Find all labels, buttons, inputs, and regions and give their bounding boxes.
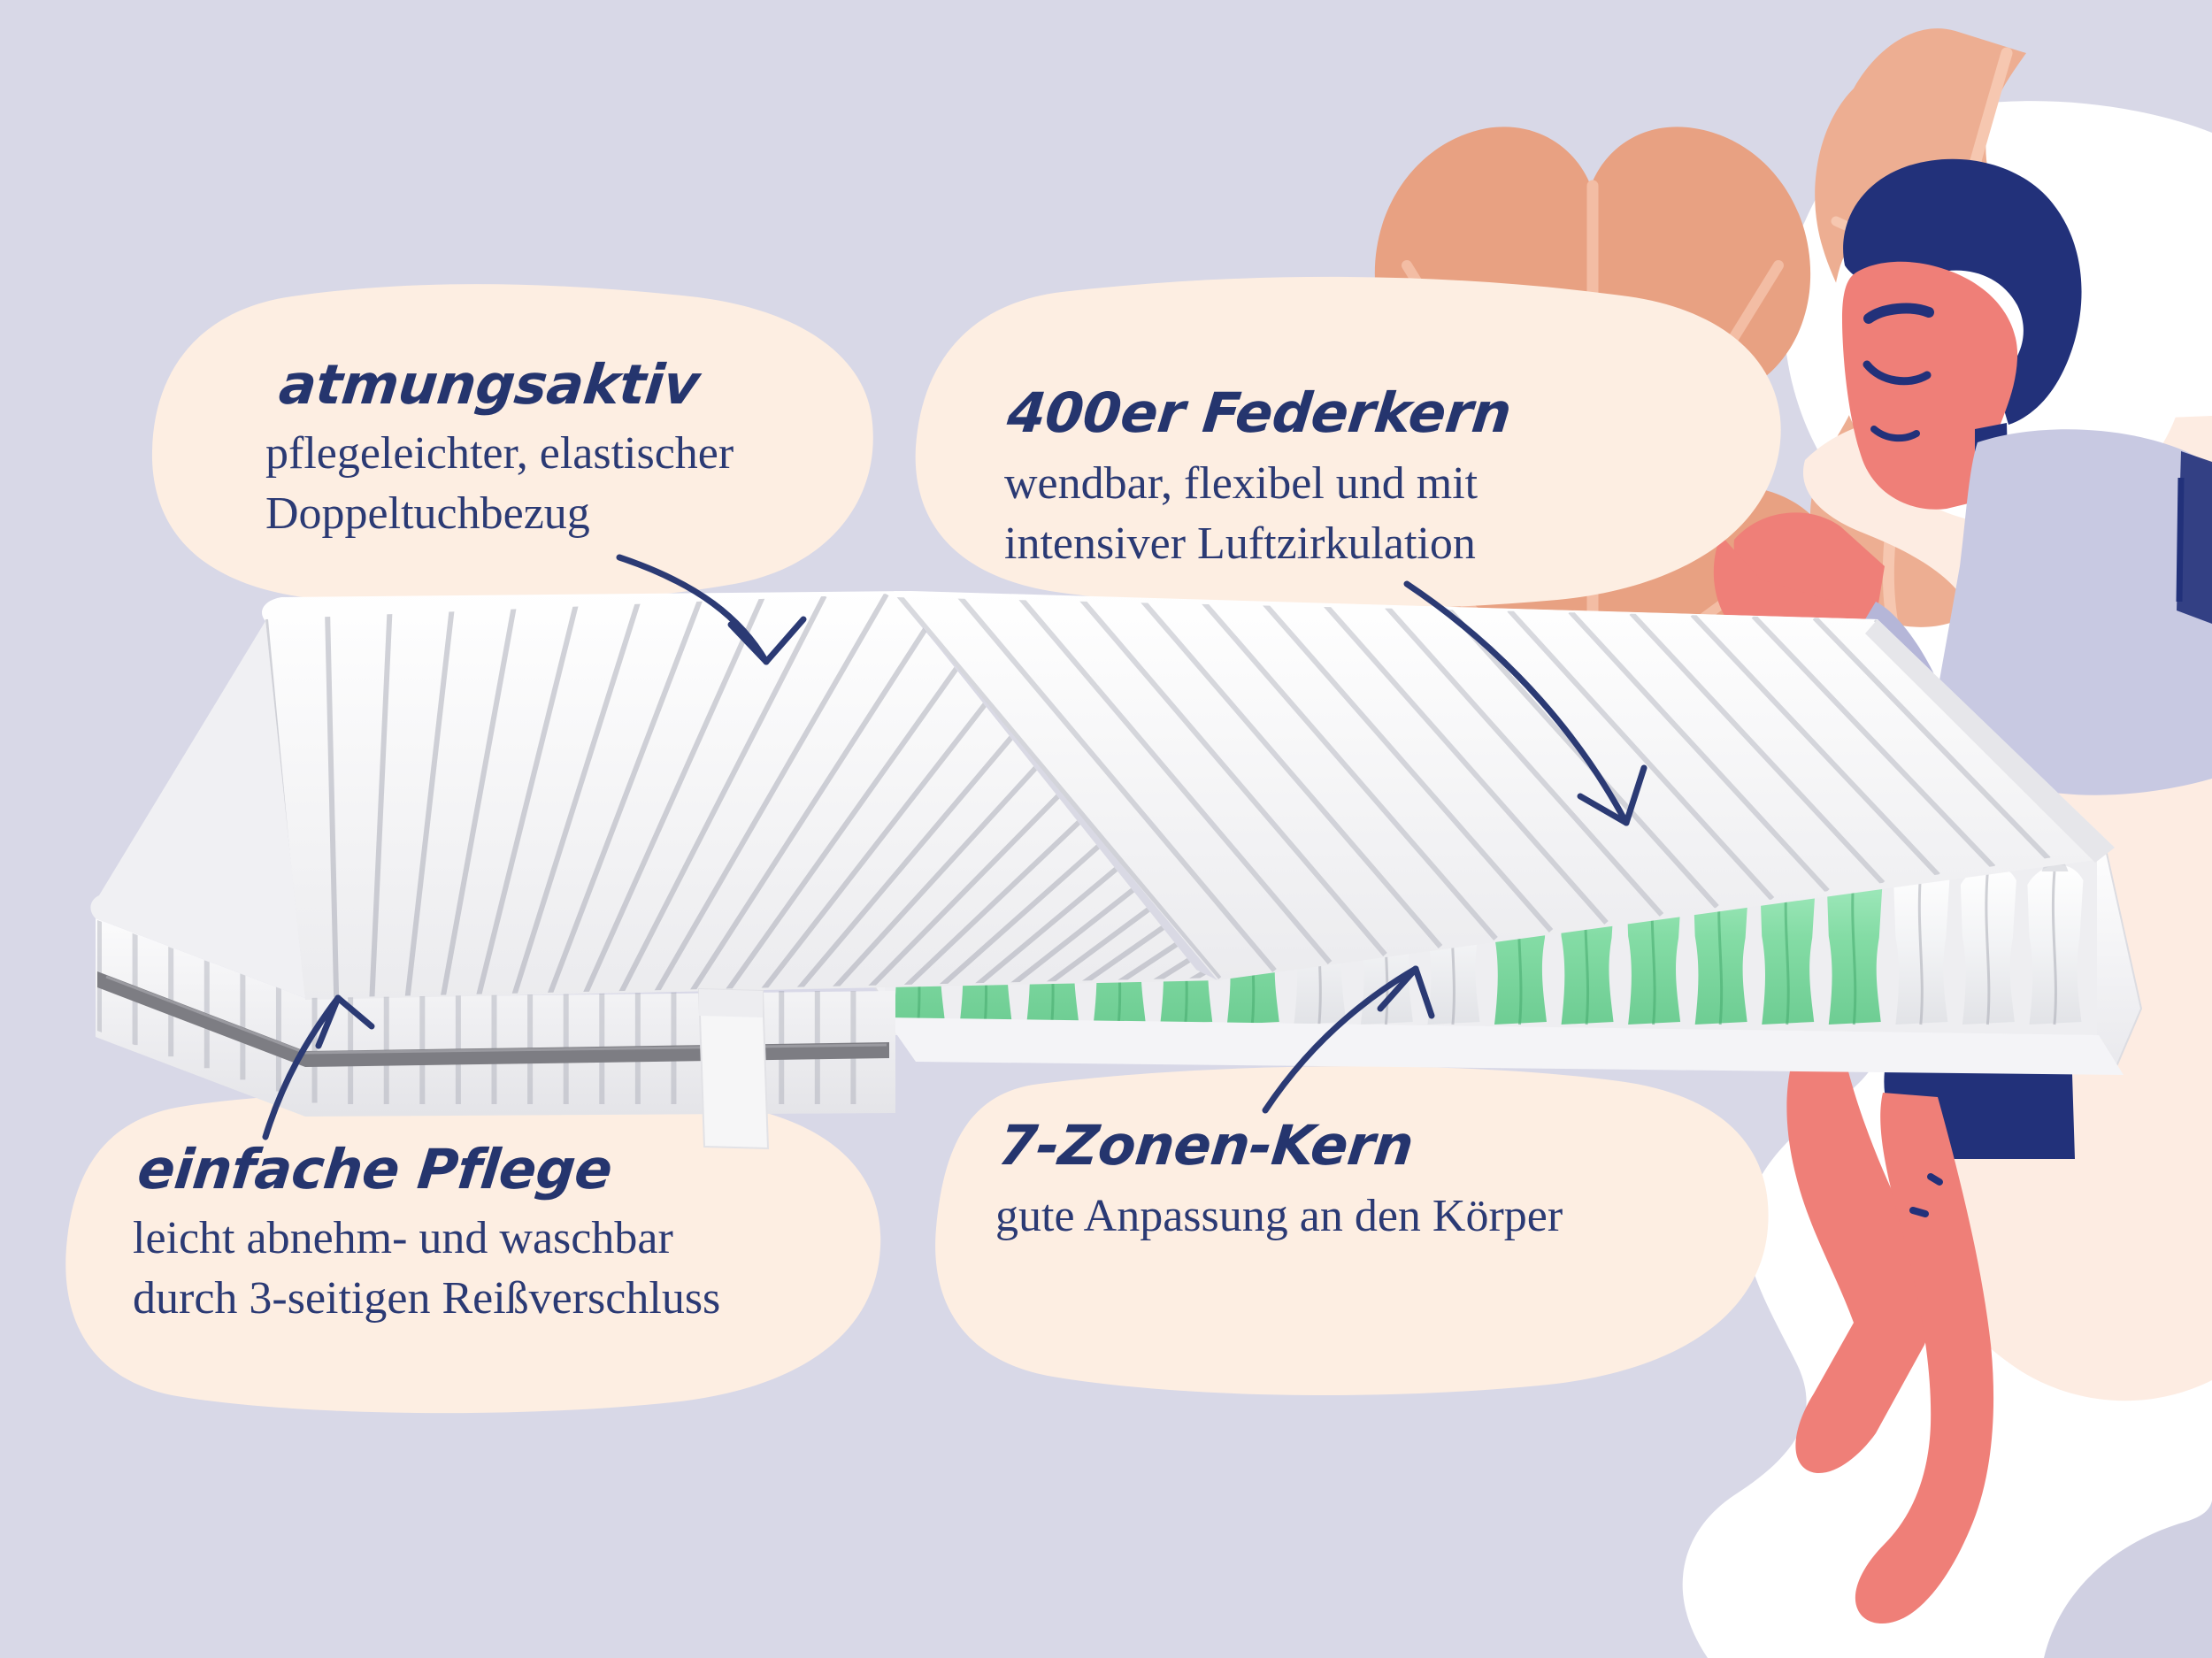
callout-seven-zone: 7-Zonen-Kern gute Anpassung an den Körpe…	[995, 1113, 1563, 1247]
t-shirt	[1935, 429, 2212, 795]
hair	[1843, 158, 2082, 425]
quilt-seam	[476, 603, 579, 997]
cover-flap-lower-edge	[1865, 619, 2115, 863]
side-zipper[interactable]	[97, 971, 889, 1067]
quilt-seam	[404, 610, 455, 998]
quilt-seam	[956, 597, 1277, 972]
quilt-seam	[1507, 608, 1775, 902]
quilt-seam	[1812, 616, 2051, 862]
sleeve-line	[2176, 477, 2185, 603]
callout-spring-core: 400er Federkern wendbar, flexibel und mi…	[1004, 380, 1514, 573]
knee-line-1	[1927, 1173, 1943, 1186]
arrow-to-zipper	[262, 994, 375, 1140]
sleeve-shadow	[2177, 451, 2212, 624]
knee-line-2	[1909, 1207, 1929, 1217]
quilt-seam	[511, 601, 641, 996]
spring-crease	[1917, 871, 1924, 1025]
quilt-seam	[689, 593, 951, 994]
spring-crease	[1985, 871, 1991, 1025]
quilt-seam	[1324, 603, 1609, 925]
core-front-lip	[885, 1017, 2124, 1075]
callout-breathable: atmungsaktiv pflegeleichter, elastischer…	[265, 352, 733, 543]
lavender-foreground-wave	[2044, 1501, 2212, 1658]
mouth	[1870, 426, 1920, 442]
quilt-seam	[1385, 605, 1664, 917]
quilt-channels-flap	[895, 597, 2106, 980]
arrow-to-core	[1262, 965, 1435, 1114]
leg-front	[1855, 1093, 1994, 1623]
mattress-left-cap	[90, 621, 305, 998]
blob-breathable	[151, 284, 873, 605]
quilt-seam	[369, 612, 393, 998]
quilt-seam	[1140, 599, 1443, 948]
quilt-seam	[547, 598, 703, 996]
blob-easy-care	[65, 1089, 881, 1414]
blob-seven-zone	[935, 1066, 1769, 1396]
quilt-seam	[895, 597, 1222, 980]
quilt-seam	[1629, 610, 1886, 886]
callout-seven-zone-body: gute Anpassung an den Körper	[995, 1191, 1563, 1241]
eyebrow	[1863, 303, 1934, 324]
closed-eye-icon	[1863, 360, 1932, 386]
callout-breathable-body: pflegeleichter, elastischer Doppeltuchbe…	[265, 428, 734, 539]
arrow-to-cover	[616, 554, 807, 665]
callout-spring-core-body: wendbar, flexibel und mit intensiver Luf…	[1004, 458, 1479, 569]
quilt-seam	[582, 596, 765, 995]
quilt-seam	[1751, 614, 1996, 870]
quilt-seam	[1568, 610, 1830, 894]
arrow-to-springs	[1403, 580, 1647, 826]
quilt-seam	[1690, 612, 1940, 878]
quilt-seam	[440, 606, 517, 998]
quilt-seam	[1018, 597, 1333, 964]
quilt-seam	[1079, 597, 1387, 956]
quilt-seam	[618, 595, 827, 994]
leg-back	[1786, 1031, 1931, 1474]
blob-spring-core	[915, 276, 1781, 610]
callout-easy-care-body: leicht abnehm- und waschbar durch 3-seit…	[133, 1213, 721, 1324]
carry-handle-strap[interactable]	[697, 987, 770, 1150]
quilt-seam	[1263, 602, 1554, 933]
quilt-seam	[654, 593, 889, 994]
face	[1842, 261, 2018, 510]
sleeping-man	[1713, 158, 2212, 1658]
callout-easy-care: einfache Pflege leicht abnehm- und wasch…	[133, 1137, 720, 1328]
cover-flap	[894, 591, 2115, 980]
quilt-seam	[1202, 600, 1498, 940]
quilt-seam	[325, 616, 340, 998]
spring-crease	[2051, 871, 2057, 1025]
